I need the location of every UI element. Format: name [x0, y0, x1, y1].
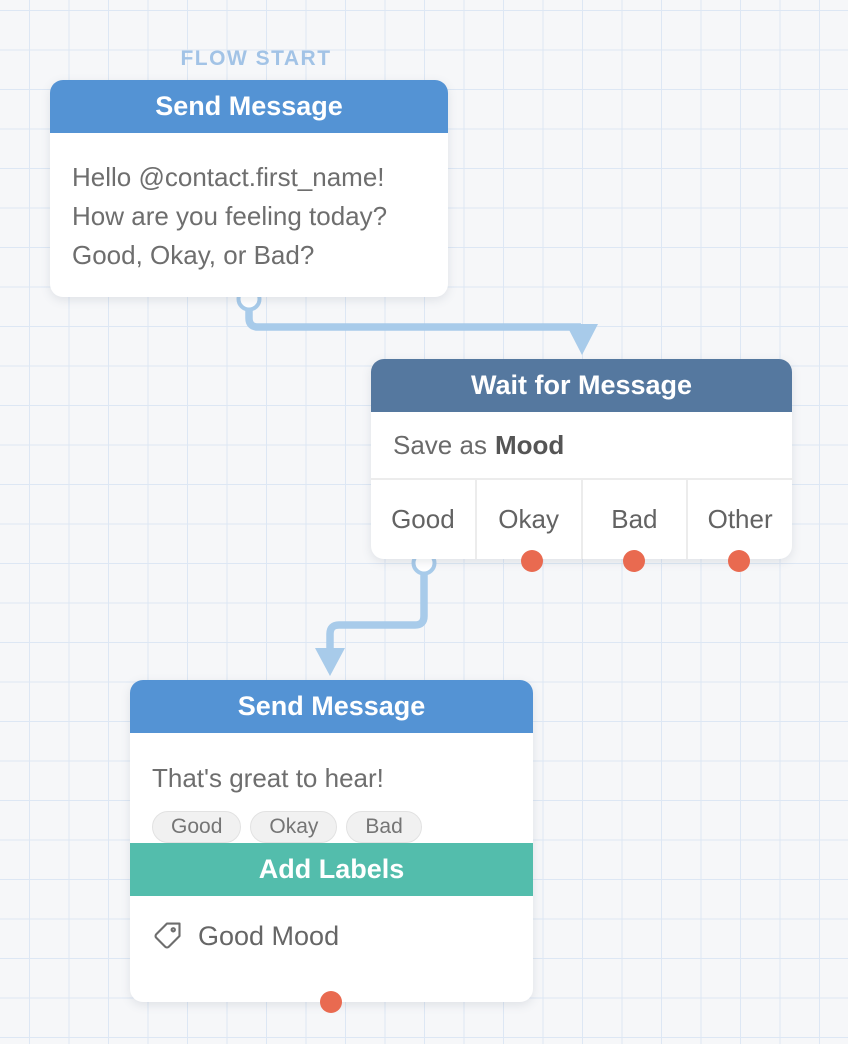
- node-send-message-2-body: That's great to hear! Good Okay Bad: [130, 733, 533, 843]
- tag-icon: [152, 921, 182, 951]
- add-labels-header[interactable]: Add Labels: [130, 843, 533, 896]
- branch-other[interactable]: Other: [686, 480, 792, 559]
- node-send-message-1-body: Hello @contact.first_name! How are you f…: [50, 133, 448, 275]
- port-branch-okay-dot-icon[interactable]: [521, 550, 543, 572]
- message-line: How are you feeling today?: [72, 201, 388, 231]
- port-node3-output-dot-icon[interactable]: [320, 991, 342, 1013]
- port-branch-bad-dot-icon[interactable]: [623, 550, 645, 572]
- connector-line-2: [326, 564, 428, 651]
- label-value: Good Mood: [198, 920, 340, 951]
- save-as-prefix: Save as: [393, 429, 487, 460]
- node-wait-for-message-header[interactable]: Wait for Message: [371, 359, 792, 412]
- save-as-value: Mood: [494, 429, 565, 460]
- node-send-message-1-header[interactable]: Send Message: [50, 80, 448, 133]
- node-send-message-1[interactable]: Send Message Hello @contact.first_name! …: [50, 80, 448, 297]
- quick-reply-pill-good[interactable]: Good: [152, 811, 242, 843]
- connector-line-1: [245, 299, 581, 331]
- branch-bad[interactable]: Bad: [580, 480, 687, 559]
- node-send-message-2-header[interactable]: Send Message: [130, 680, 533, 733]
- quick-reply-pill-bad[interactable]: Bad: [346, 811, 422, 843]
- quick-reply-pill-okay[interactable]: Okay: [250, 811, 338, 843]
- message-line: Hello @contact.first_name!: [72, 162, 385, 192]
- label-row: Good Mood: [130, 896, 533, 976]
- branch-good[interactable]: Good: [391, 504, 455, 534]
- node-wait-for-message[interactable]: Wait for Message Save as Mood Good Okay …: [371, 359, 792, 559]
- save-as-row: Save as Mood: [371, 412, 792, 480]
- connector-arrow-1-icon: [566, 324, 598, 355]
- port-branch-other-dot-icon[interactable]: [728, 550, 750, 572]
- message-line: Good, Okay, or Bad?: [72, 240, 315, 270]
- connector-arrow-2-icon: [315, 648, 345, 676]
- branch-okay[interactable]: Okay: [474, 480, 581, 559]
- branch-row: Good Okay Bad Other: [371, 480, 792, 559]
- quick-reply-row: Good Okay Bad: [152, 811, 511, 843]
- flow-start-label: FLOW START: [180, 47, 332, 70]
- message-line: That's great to hear!: [152, 763, 384, 793]
- node-send-message-2[interactable]: Send Message That's great to hear! Good …: [130, 680, 533, 1002]
